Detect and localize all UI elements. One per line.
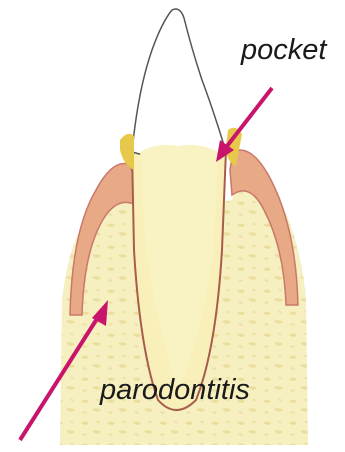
tooth-crown [132, 9, 226, 157]
pocket-label: pocket [241, 34, 326, 67]
parodontitis-label: parodontitis [100, 374, 250, 407]
